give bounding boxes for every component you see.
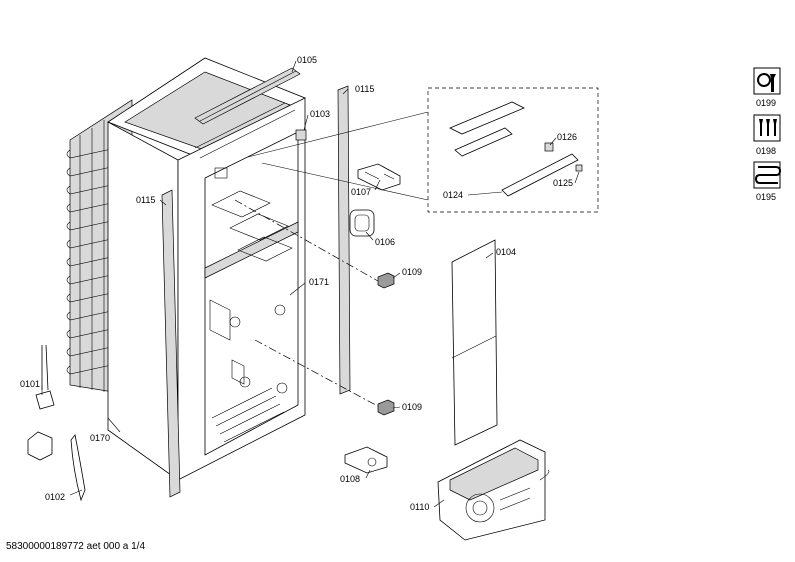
door-seal-strips: [161, 85, 351, 498]
upper-hinge-part: [357, 163, 401, 191]
label-0115-left: 0115: [136, 195, 155, 205]
label-0101: 0101: [20, 379, 40, 389]
label-0105: 0105: [297, 55, 317, 65]
document-footer-code: 58300000189772 aet 000 a 1/4: [6, 541, 146, 552]
screws-icon: [753, 114, 781, 142]
cabinet-housing: [107, 57, 306, 481]
bracket-part: [295, 129, 307, 141]
cover-ring-part: [349, 209, 375, 237]
sensor-clip-part: [27, 431, 86, 502]
part-labels: 0105 0115 0103 0115 0107 0106 0109 0171 …: [20, 55, 577, 512]
service-icons: 0199 0198 0195: [753, 67, 782, 202]
door-stop-parts: [377, 272, 395, 416]
label-0195: 0195: [756, 192, 776, 202]
label-0108: 0108: [340, 474, 360, 484]
label-0125: 0125: [553, 178, 573, 188]
detail-inset: [247, 87, 599, 213]
label-0124: 0124: [443, 190, 463, 200]
label-0109-lower: 0109: [402, 402, 422, 412]
power-cable-part: [35, 344, 55, 410]
label-0171: 0171: [309, 277, 329, 287]
label-0109-upper: 0109: [402, 267, 422, 277]
wrench-icon: [753, 67, 781, 95]
label-0106: 0106: [375, 237, 395, 247]
assembly-lines: [234, 199, 386, 411]
label-0104: 0104: [496, 247, 516, 257]
label-0103: 0103: [310, 109, 330, 119]
top-rail-part: [194, 67, 301, 125]
door-panel-part: [451, 239, 498, 446]
heater-coil-icon: [753, 161, 782, 189]
label-0199: 0199: [756, 98, 776, 108]
control-unit-part: [437, 439, 550, 541]
lower-hinge-part: [344, 446, 388, 474]
label-0115-right: 0115: [355, 84, 374, 94]
label-0170: 0170: [90, 433, 110, 443]
label-0110: 0110: [410, 502, 429, 512]
label-0107: 0107: [351, 187, 371, 197]
label-0198: 0198: [756, 146, 776, 156]
label-0126: 0126: [557, 132, 577, 142]
label-0102: 0102: [45, 492, 65, 502]
leader-lines: [41, 60, 580, 508]
